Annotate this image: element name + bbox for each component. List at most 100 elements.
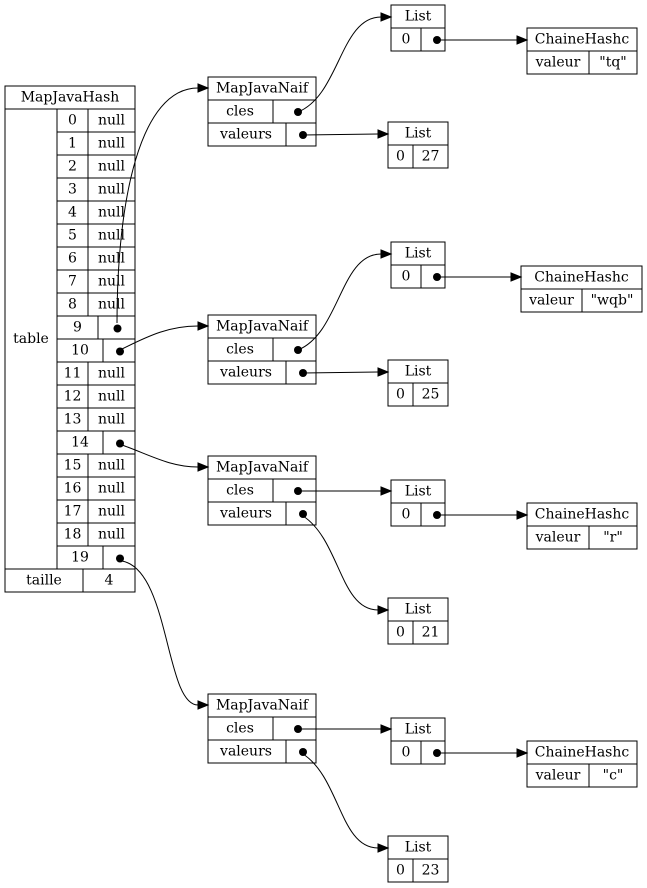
key-list-index: 0: [402, 745, 411, 761]
table-row: 14: [56, 430, 136, 455]
edge-list-to-string: [437, 748, 529, 758]
table-row-value: null: [98, 504, 126, 520]
table-row: 13 null: [56, 407, 136, 432]
chaine-hashc-title: ChaineHashc: [535, 32, 630, 48]
value-list-value: 25: [422, 387, 440, 403]
arrowhead: [380, 724, 393, 734]
table-row-value: null: [98, 297, 126, 313]
table-row: 11 null: [56, 361, 136, 386]
chaine-hashc-title: ChaineHashc: [534, 270, 629, 286]
values-label: valeurs: [219, 365, 272, 381]
value-list-value-cell: [412, 144, 449, 169]
edge-line: [116, 87, 199, 324]
table-row-index: 1: [68, 136, 77, 152]
arrowhead: [197, 321, 210, 331]
value-list-value-cell: [412, 858, 449, 883]
chaine-hashc-title: ChaineHashc: [535, 745, 630, 761]
chaine-hashc-field: valeur: [535, 55, 581, 71]
table-row: 17 null: [56, 499, 136, 524]
table-row-value: null: [98, 527, 126, 543]
edge-valeurs-to-list: [302, 129, 390, 139]
edge-line: [302, 515, 379, 611]
values-label: valeurs: [219, 744, 272, 760]
arrowhead: [377, 367, 390, 377]
arrowhead: [516, 510, 529, 520]
pointer-dot: [113, 324, 122, 333]
map-java-naif-title: MapJavaNaif: [216, 460, 310, 476]
pointer-dot: [299, 748, 307, 756]
chaine-hashc-value-cell: [588, 525, 638, 550]
table-row-index: 8: [68, 297, 77, 313]
key-list-index: 0: [402, 507, 411, 523]
table-row-index: 3: [68, 182, 77, 198]
chaine-hashc-value: "r": [603, 530, 623, 546]
value-list-index: 0: [396, 149, 405, 165]
key-list: List 0: [390, 717, 446, 765]
size-label: taille: [26, 573, 62, 589]
arrowhead: [377, 605, 390, 615]
table-row-index: 19: [71, 550, 89, 566]
key-list-title: List: [405, 484, 432, 500]
table-row-index: 5: [68, 228, 77, 244]
pointer-dot: [116, 347, 124, 356]
table-row-index: 18: [64, 527, 82, 543]
chaine-hashc-value-cell: [588, 50, 638, 75]
chaine-hashc-value-cell: [588, 763, 638, 788]
keys-label: cles: [226, 483, 254, 499]
key-list-index: 0: [402, 32, 411, 48]
table-row-value: null: [98, 113, 126, 129]
table-row-index: 16: [64, 481, 82, 497]
edge-list-to-string: [437, 510, 529, 520]
arrowhead: [380, 12, 393, 22]
table-row-index: 10: [71, 343, 89, 359]
chaine-hashc-field: valeur: [535, 768, 581, 784]
table-row-index: 6: [68, 251, 77, 267]
edge-row9-to-naif: [116, 83, 210, 324]
edge-line: [121, 325, 199, 350]
edge-line: [302, 753, 379, 849]
arrowhead: [516, 748, 529, 758]
key-list: List 0: [390, 479, 446, 527]
key-list-index: 0: [402, 269, 411, 285]
chaine-hashc-field: valeur: [535, 530, 581, 546]
value-list-value: 23: [422, 863, 440, 879]
edge-valeurs-to-list: [302, 515, 390, 615]
table-row-index: 2: [68, 159, 77, 175]
values-label: valeurs: [219, 506, 272, 522]
table-row: 9: [56, 315, 136, 340]
map-java-naif-title: MapJavaNaif: [216, 319, 310, 335]
table-row-index: 17: [64, 504, 82, 520]
map-java-naif-title: MapJavaNaif: [216, 698, 310, 714]
table-row-value: null: [98, 182, 126, 198]
table-label-cell: [4, 108, 58, 570]
table-row-index: 11: [64, 366, 82, 382]
table-row-index: 14: [71, 435, 89, 451]
key-list-title: List: [405, 722, 432, 738]
edge-row19-to-naif: [121, 560, 210, 710]
value-list-index: 0: [396, 625, 405, 641]
arrowhead: [197, 83, 210, 93]
arrowhead: [197, 700, 210, 710]
edge-cles-to-list: [298, 724, 393, 734]
edge-line: [121, 444, 199, 468]
arrowhead: [197, 462, 210, 472]
table-row-index: 13: [64, 412, 82, 428]
table-row-value: null: [98, 366, 126, 382]
edge-line: [297, 16, 382, 113]
table-row-value: null: [98, 412, 126, 428]
arrowhead: [380, 249, 393, 259]
value-list-title: List: [405, 840, 432, 856]
edge-row10-to-naif: [121, 321, 210, 350]
